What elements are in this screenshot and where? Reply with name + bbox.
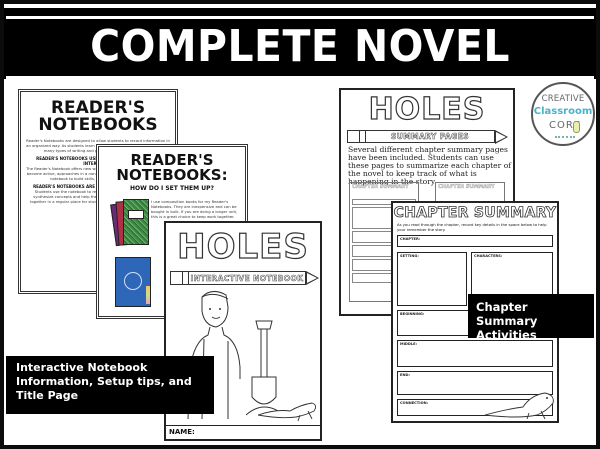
caption-chapter-summary: Chapter Summary Activities — [468, 294, 594, 342]
chapter-summary-title: CHAPTER SUMMARY — [393, 205, 557, 222]
folder-tabs — [146, 286, 150, 304]
lizard-illustration — [257, 402, 317, 422]
pencil-banner: SUMMARY PAGES — [347, 129, 508, 144]
caption-interactive-notebook: Interactive Notebook Information, Setup … — [6, 356, 214, 414]
holes-title: HOLES — [177, 226, 309, 267]
preview-canvas: COMPLETE NOVEL STUDY READER'S NOTEBOOKS … — [4, 4, 596, 445]
pencil-label: SUMMARY PAGES — [390, 132, 470, 142]
field-end: END: — [397, 371, 553, 395]
boy-illustration — [187, 291, 241, 420]
shovel-illustration — [246, 320, 285, 416]
field-middle: MIDDLE: — [397, 340, 553, 367]
chapter-summary-instructions: As you read through the chapter, record … — [397, 222, 547, 232]
field-setting: SETTING: — [397, 252, 467, 306]
pencil-label: INTERACTIVE NOTEBOOK — [190, 273, 304, 283]
folder-logo — [124, 272, 142, 290]
creative-classroom-core-logo: CREATIVE Classroom CORE — [531, 82, 595, 146]
summary-description: Several different chapter summary pages … — [348, 145, 512, 186]
book-label — [128, 210, 144, 219]
page-subtitle: HOW DO I SET THEM UP? — [130, 185, 214, 192]
top-white-rule — [4, 8, 596, 14]
holes-title: HOLES — [368, 91, 486, 127]
page-title: READER'S NOTEBOOKS: — [116, 151, 228, 184]
folder-image — [115, 257, 151, 307]
pencil-banner: INTERACTIVE NOTEBOOK — [170, 270, 319, 285]
banner-rule-top — [6, 16, 594, 19]
field-chapter: CHAPTER: — [397, 235, 553, 247]
name-label: NAME: — [169, 428, 195, 436]
banner-title: COMPLETE NOVEL STUDY — [90, 21, 510, 137]
banner-rule-bottom — [6, 76, 594, 79]
page-title: READER'S NOTEBOOKS — [38, 98, 158, 135]
setup-text: I use composition books for my Reader's … — [151, 199, 238, 219]
name-field: NAME: — [166, 425, 320, 439]
apple-core-icon — [573, 121, 580, 133]
lizard-illustration — [484, 392, 554, 420]
composition-book-image — [123, 199, 149, 245]
title-banner: COMPLETE NOVEL STUDY — [4, 14, 596, 137]
